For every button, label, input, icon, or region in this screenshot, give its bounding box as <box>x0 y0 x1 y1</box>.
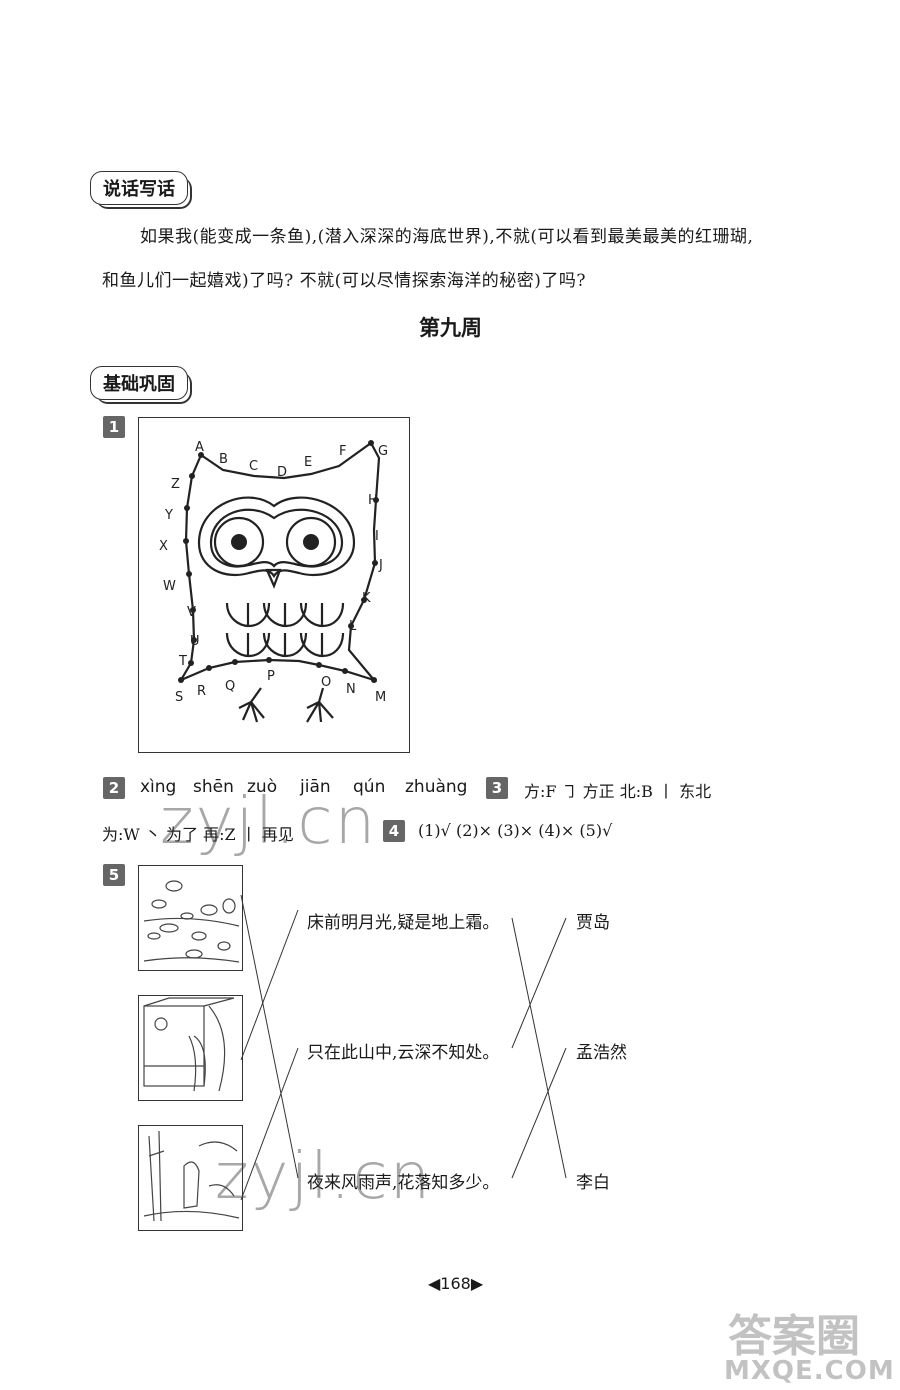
owl-letter-S: S <box>175 690 183 705</box>
owl-letter-C: C <box>249 459 258 474</box>
poem-line-1: 床前明月光,疑是地上霜。 <box>307 913 500 933</box>
q4-answers: (1)√ (2)× (3)× (4)× (5)√ <box>418 821 613 840</box>
owl-letter-R: R <box>197 684 206 699</box>
owl-letter-Z: Z <box>171 477 180 492</box>
owl-letter-V: V <box>187 605 196 620</box>
question-number-4: 4 <box>383 820 405 842</box>
question-number-1: 1 <box>103 416 125 438</box>
pinyin-4: jiān <box>300 777 331 797</box>
owl-letter-K: K <box>362 591 371 606</box>
poem-picture-3 <box>138 1125 243 1231</box>
owl-letter-E: E <box>304 455 312 470</box>
poem-picture-1 <box>138 865 243 971</box>
owl-letter-P: P <box>267 669 275 684</box>
owl-letter-M: M <box>375 690 386 705</box>
owl-letter-Q: Q <box>225 679 235 694</box>
owl-letter-J: J <box>378 558 383 573</box>
owl-letter-L: L <box>349 619 357 634</box>
page-number: ◀168▶ <box>428 1274 484 1293</box>
poem-picture-2 <box>138 995 243 1101</box>
owl-letter-Y: Y <box>164 508 173 523</box>
poet-1: 贾岛 <box>576 913 610 933</box>
q3-answer-line-2: 为:W 丶 为了 再:Z 丨 再见 <box>102 825 294 844</box>
speaking-paragraph-line-2: 和鱼儿们一起嬉戏)了吗? 不就(可以尽情探索海洋的秘密)了吗? <box>102 271 587 291</box>
owl-letter-A: A <box>195 440 204 455</box>
pinyin-5: qún <box>353 777 386 797</box>
week-title: 第九周 <box>419 316 482 340</box>
corner-logo-url: MXQE.COM <box>724 1356 895 1386</box>
pinyin-3: zuò <box>247 777 278 797</box>
owl-letter-H: H <box>368 493 378 508</box>
owl-letter-W: W <box>163 579 176 594</box>
speaking-paragraph-line-1: 如果我(能变成一条鱼),(潜入深深的海底世界),不就(可以看到最美最美的红珊瑚, <box>140 227 754 247</box>
watermark-1: zyjl.cn <box>160 785 378 859</box>
pinyin-2: shēn <box>193 777 234 797</box>
question-number-5: 5 <box>103 864 125 886</box>
owl-letter-X: X <box>159 539 168 554</box>
owl-letter-F: F <box>339 444 346 459</box>
window-moon-illustration <box>143 997 235 1092</box>
owl-letter-D: D <box>277 465 287 480</box>
poem-line-3: 夜来风雨声,花落知多少。 <box>307 1173 500 1193</box>
pinyin-1: xìng <box>140 777 177 797</box>
pinyin-6: zhuàng <box>405 777 468 797</box>
question-number-3: 3 <box>486 777 508 799</box>
mountain-hermit-illustration <box>143 1130 240 1222</box>
owl-connect-dots-figure: A B C D E F G H I J K L M N O P Q R S T … <box>138 417 410 753</box>
section-tag-speaking-writing: 说话写话 <box>90 171 192 209</box>
owl-letter-O: O <box>321 675 331 690</box>
leaves-illustration <box>143 880 240 963</box>
poet-2: 孟浩然 <box>576 1043 627 1063</box>
owl-letter-G: G <box>378 444 388 459</box>
owl-letter-U: U <box>190 634 200 649</box>
corner-logo-text: 答案圈 <box>728 1311 860 1362</box>
owl-letter-T: T <box>178 654 187 669</box>
owl-letter-B: B <box>219 452 228 467</box>
owl-drawing: A B C D E F G H I J K L M N O P Q R S T … <box>159 440 388 723</box>
poem-line-2: 只在此山中,云深不知处。 <box>307 1043 500 1063</box>
watermark-2: zyjl.cn <box>215 1140 433 1214</box>
q3-answer-line-1: 方:F ㇆ 方正 北:B 丨 东北 <box>524 782 712 801</box>
question-number-2: 2 <box>103 777 125 799</box>
poet-3: 李白 <box>576 1173 610 1193</box>
owl-letter-I: I <box>375 529 379 544</box>
owl-letter-N: N <box>346 682 356 697</box>
